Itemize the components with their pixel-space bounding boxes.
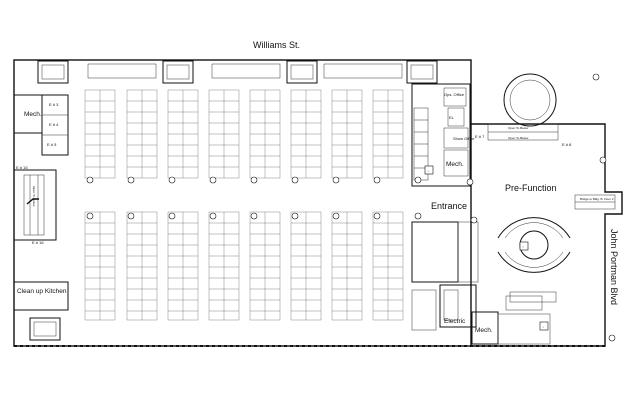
- column-icon: [291, 176, 299, 184]
- exhibit-hall-booths: [84, 89, 404, 321]
- column-icon: [250, 212, 258, 220]
- west-service-rooms: [13, 94, 69, 341]
- open-below-west-label: Open To Below: [32, 186, 36, 207]
- pre-function-label: Pre-Function: [505, 183, 557, 193]
- exit-e8-label: E # 8: [562, 142, 572, 147]
- column-icon: [373, 176, 381, 184]
- column-icon: [127, 176, 135, 184]
- svg-text:♀: ♀: [542, 325, 544, 329]
- bridge-label: Bridge to Bldg. B, Floor 2: [580, 197, 614, 201]
- building-outline: [13, 59, 623, 347]
- exit-e7-label: E # 7: [475, 134, 485, 139]
- exit-e16-label: E # 16: [32, 240, 44, 245]
- column-icon: [127, 212, 135, 220]
- restroom-icon: ♀ ♂ ♀: [424, 165, 549, 331]
- column-icon: [466, 178, 474, 186]
- column-icon: [250, 176, 258, 184]
- exit-e3-label: E # 3: [49, 102, 59, 107]
- column-icon: [332, 176, 340, 184]
- column-icon: [168, 176, 176, 184]
- east-core-rooms: [411, 83, 551, 345]
- svg-text:♀: ♀: [427, 169, 429, 173]
- open-below-prefunc-top-label: Open To Below: [508, 126, 529, 130]
- exit-e4-label: E # 4: [49, 122, 59, 127]
- electric-label: Electric: [444, 318, 466, 325]
- ops-office-label: Ops. Office: [444, 92, 465, 97]
- pre-function-features: [487, 73, 616, 303]
- mech-south-label: Mech.: [475, 327, 493, 334]
- north-stair-towers: [37, 60, 438, 84]
- column-icon: [414, 212, 422, 220]
- north-street-label: Williams St.: [253, 40, 300, 50]
- column-icon: [332, 212, 340, 220]
- column-icon: [592, 73, 600, 81]
- column-icon: [209, 212, 217, 220]
- column-icon: [291, 212, 299, 220]
- clean-up-kitchen-label: Clean up Kitchen: [17, 288, 67, 295]
- mech-nw-label: Mech.: [24, 111, 42, 118]
- column-icon: [209, 176, 217, 184]
- column-icon: [608, 334, 616, 342]
- open-below-prefunc-bottom-label: Open To Below: [508, 136, 529, 140]
- column-icon: [373, 212, 381, 220]
- escalator-icon: [26, 198, 39, 205]
- column-icon: [86, 176, 94, 184]
- show-office-label: Show Office: [453, 136, 475, 141]
- column-icon: [168, 212, 176, 220]
- entrance-label: Entrance: [431, 201, 467, 211]
- column-icon: [414, 176, 422, 184]
- column-icon: [86, 212, 94, 220]
- column-icon: [470, 216, 478, 224]
- exit-e5-label: E # 5: [47, 142, 57, 147]
- el-label: EL: [449, 115, 455, 120]
- east-street-label: John Portman Blvd: [609, 229, 619, 305]
- columns: [86, 73, 616, 342]
- column-icon: [599, 156, 607, 164]
- mech-east-label: Mech.: [446, 161, 464, 168]
- svg-text:♂: ♂: [522, 245, 524, 249]
- exit-e15-label: E # 15: [16, 165, 28, 170]
